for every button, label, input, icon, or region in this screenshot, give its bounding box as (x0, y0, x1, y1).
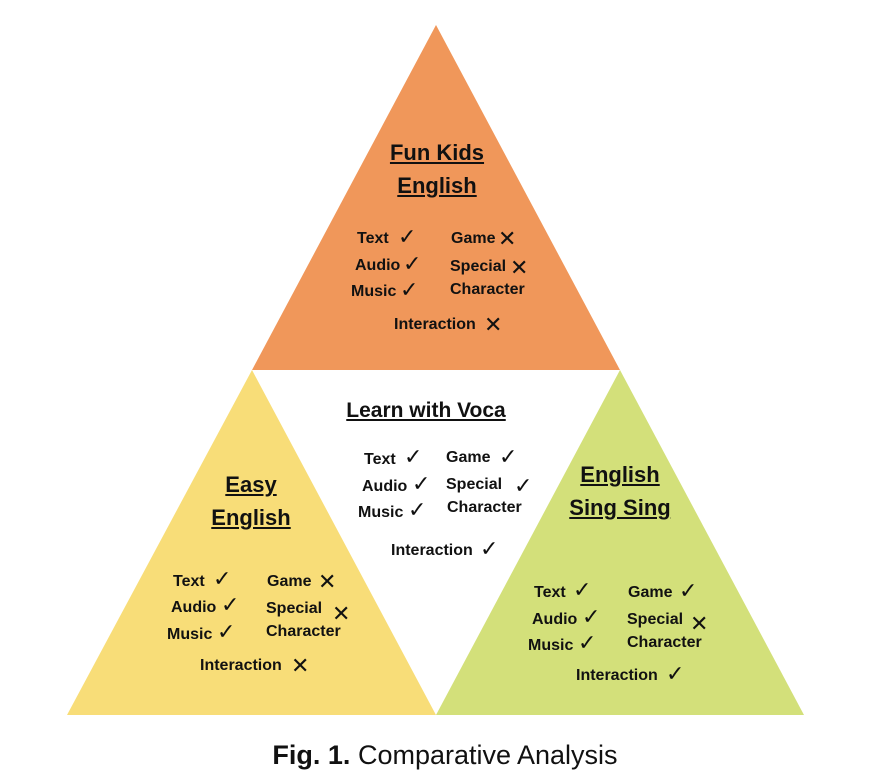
status-mark: ✓ (514, 473, 533, 498)
status-mark: ✕ (484, 312, 503, 337)
feature-text: Text (534, 584, 566, 601)
status-mark: ✓ (679, 578, 698, 603)
status-mark: ✓ (213, 566, 232, 591)
feature-interaction: Interaction (576, 667, 658, 684)
status-mark: ✕ (332, 601, 351, 626)
feature-text: Text (173, 573, 205, 590)
feature-special: Special (627, 611, 684, 628)
feature-music: Music (351, 283, 397, 300)
status-mark: ✓ (400, 277, 419, 302)
status-mark: ✓ (412, 471, 431, 496)
status-mark: ✓ (573, 577, 592, 602)
status-mark: ✕ (510, 255, 529, 280)
status-mark: ✓ (408, 497, 427, 522)
status-mark: ✕ (318, 569, 337, 594)
status-mark: ✓ (578, 630, 597, 655)
feature-game: Game (451, 230, 496, 247)
figure-label: Fig. 1. (272, 740, 351, 770)
status-mark: ✓ (221, 592, 240, 617)
status-mark: ✕ (498, 226, 517, 251)
feature-audio: Audio (171, 599, 217, 616)
feature-character: Character (450, 281, 525, 298)
feature-game: Game (628, 584, 673, 601)
status-mark: ✕ (291, 653, 310, 678)
feature-character: Character (627, 634, 702, 651)
feature-character: Character (447, 499, 522, 516)
feature-text: Text (364, 451, 396, 468)
feature-music: Music (167, 626, 213, 643)
feature-special: Special (446, 476, 503, 493)
feature-audio: Audio (532, 611, 578, 628)
figure-caption: Fig. 1. Comparative Analysis (0, 740, 890, 771)
status-mark: ✓ (666, 661, 685, 686)
status-mark: ✓ (398, 224, 417, 249)
triangle-easy-english (67, 370, 436, 715)
feature-game: Game (446, 449, 491, 466)
triangle-fun-kids-english (252, 25, 620, 370)
feature-game: Game (267, 573, 312, 590)
feature-music: Music (528, 637, 574, 654)
triangle-english-sing-sing (436, 370, 804, 715)
feature-text: Text (357, 230, 389, 247)
feature-interaction: Interaction (394, 316, 476, 333)
learn-with-voca-title: Learn with Voca (346, 399, 506, 422)
feature-character: Character (266, 623, 341, 640)
feature-audio: Audio (355, 257, 401, 274)
status-mark: ✓ (480, 536, 499, 561)
status-mark: ✓ (499, 444, 518, 469)
figure-caption-text: Comparative Analysis (350, 740, 618, 770)
feature-audio: Audio (362, 478, 408, 495)
status-mark: ✓ (582, 604, 601, 629)
feature-music: Music (358, 504, 404, 521)
feature-interaction: Interaction (200, 657, 282, 674)
feature-special: Special (266, 600, 323, 617)
status-mark: ✓ (217, 619, 236, 644)
status-mark: ✓ (404, 444, 423, 469)
feature-interaction: Interaction (391, 542, 473, 559)
status-mark: ✓ (403, 251, 422, 276)
feature-special: Special (450, 258, 507, 275)
status-mark: ✕ (690, 611, 709, 636)
